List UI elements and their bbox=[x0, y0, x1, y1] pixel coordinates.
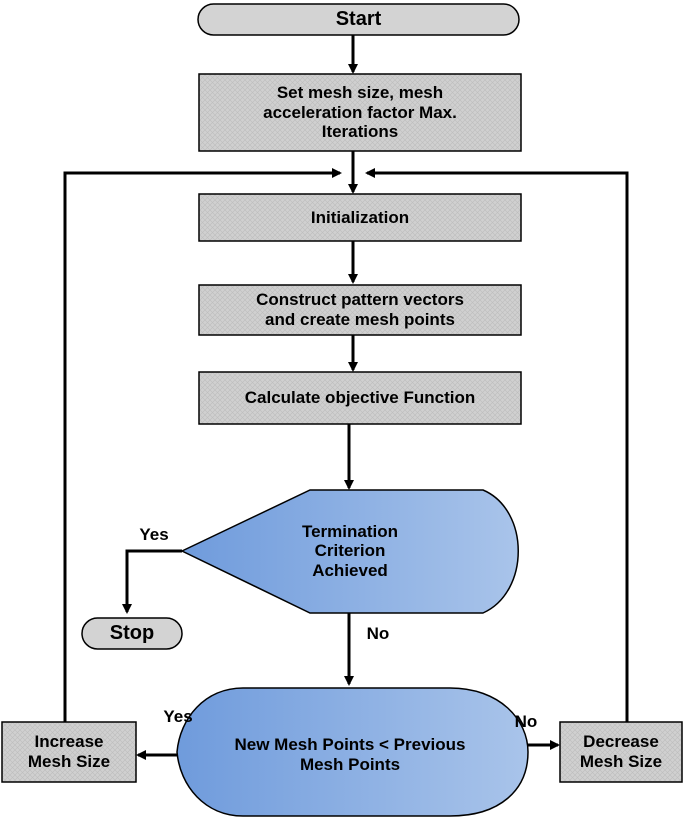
edge-increase-loop-back bbox=[63, 168, 342, 722]
calculate-objective-box bbox=[198, 371, 522, 425]
termination-yes-label: Yes bbox=[139, 525, 169, 545]
calculate-objective-label: Calculate objective Function bbox=[244, 388, 476, 408]
increase-mesh-label: Increase Mesh Size bbox=[27, 732, 111, 771]
increase-mesh-box bbox=[1, 721, 137, 783]
termination-decision bbox=[180, 489, 519, 614]
edge-termination-yes-to-stop bbox=[122, 549, 182, 614]
connectors bbox=[63, 34, 629, 760]
compare-decision bbox=[176, 687, 529, 817]
initialization-label: Initialization bbox=[310, 207, 410, 227]
start-terminal bbox=[197, 3, 520, 36]
termination-no-label: No bbox=[366, 624, 390, 644]
stop-terminal bbox=[81, 617, 183, 650]
edge-decrease-loop-back bbox=[365, 168, 629, 722]
decrease-mesh-label: Decrease Mesh Size bbox=[579, 732, 663, 771]
set-parameters-label: Set mesh size, mesh acceleration factor … bbox=[263, 83, 457, 142]
compare-yes-label: Yes bbox=[163, 707, 193, 727]
decrease-mesh-box bbox=[559, 721, 683, 783]
construct-pattern-label: Construct pattern vectors and create mes… bbox=[256, 290, 464, 329]
stop-label: Stop bbox=[109, 622, 155, 644]
termination-label: Termination Criterion Achieved bbox=[301, 521, 399, 580]
compare-no-label: No bbox=[514, 712, 538, 732]
set-parameters-box bbox=[198, 73, 522, 152]
construct-pattern-box bbox=[198, 284, 522, 336]
initialization-box bbox=[198, 193, 522, 242]
start-label: Start bbox=[335, 8, 382, 30]
compare-label: New Mesh Points < Previous Mesh Points bbox=[234, 735, 466, 774]
